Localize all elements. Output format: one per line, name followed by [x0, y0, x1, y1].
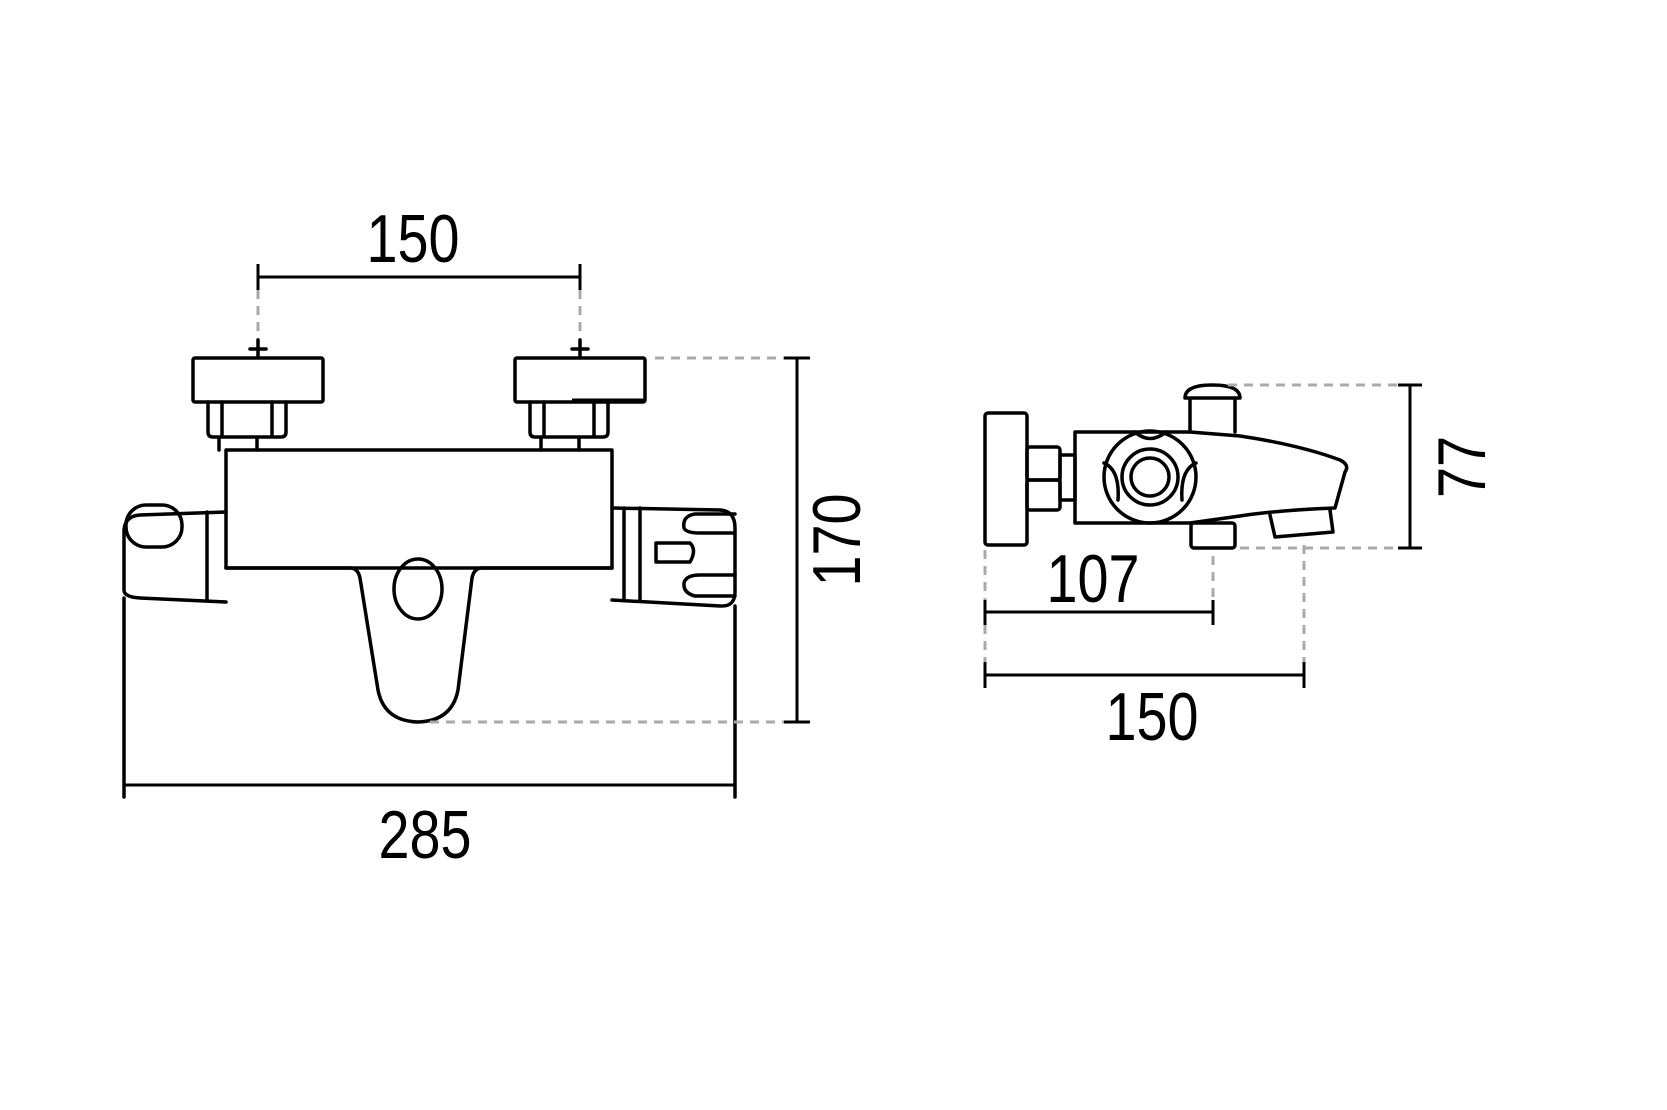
inlet-spacing-dimension: 150: [248, 202, 590, 359]
front-view: 150 285: [122, 202, 875, 873]
left-handle-temperature: [122, 503, 228, 799]
dim-side-height-label: 77: [1425, 436, 1500, 498]
side-body-spout: [1073, 430, 1349, 525]
top-cap: [1183, 383, 1242, 434]
body-depth-dimension: 107: [983, 542, 1215, 625]
right-handle-flow: [610, 506, 737, 799]
total-depth-dimension: 150: [983, 545, 1306, 755]
spout: [224, 557, 614, 724]
side-view: 77 107 150: [983, 383, 1500, 755]
width-dimension: 285: [122, 772, 737, 873]
dim-total-depth-label: 150: [1105, 680, 1198, 755]
wall-plate: [983, 411, 1029, 547]
right-inlet: [513, 356, 647, 452]
height-dimension: 170: [430, 356, 875, 724]
dim-inlet-spacing-label: 150: [366, 202, 459, 277]
valve-body: [224, 448, 614, 570]
dim-height-label: 170: [800, 493, 875, 586]
dim-body-depth-label: 107: [1046, 542, 1139, 617]
dim-width-label: 285: [378, 798, 471, 873]
left-inlet: [191, 356, 325, 452]
diverter-button: [392, 557, 444, 621]
side-height-dimension: 77: [1228, 383, 1500, 550]
